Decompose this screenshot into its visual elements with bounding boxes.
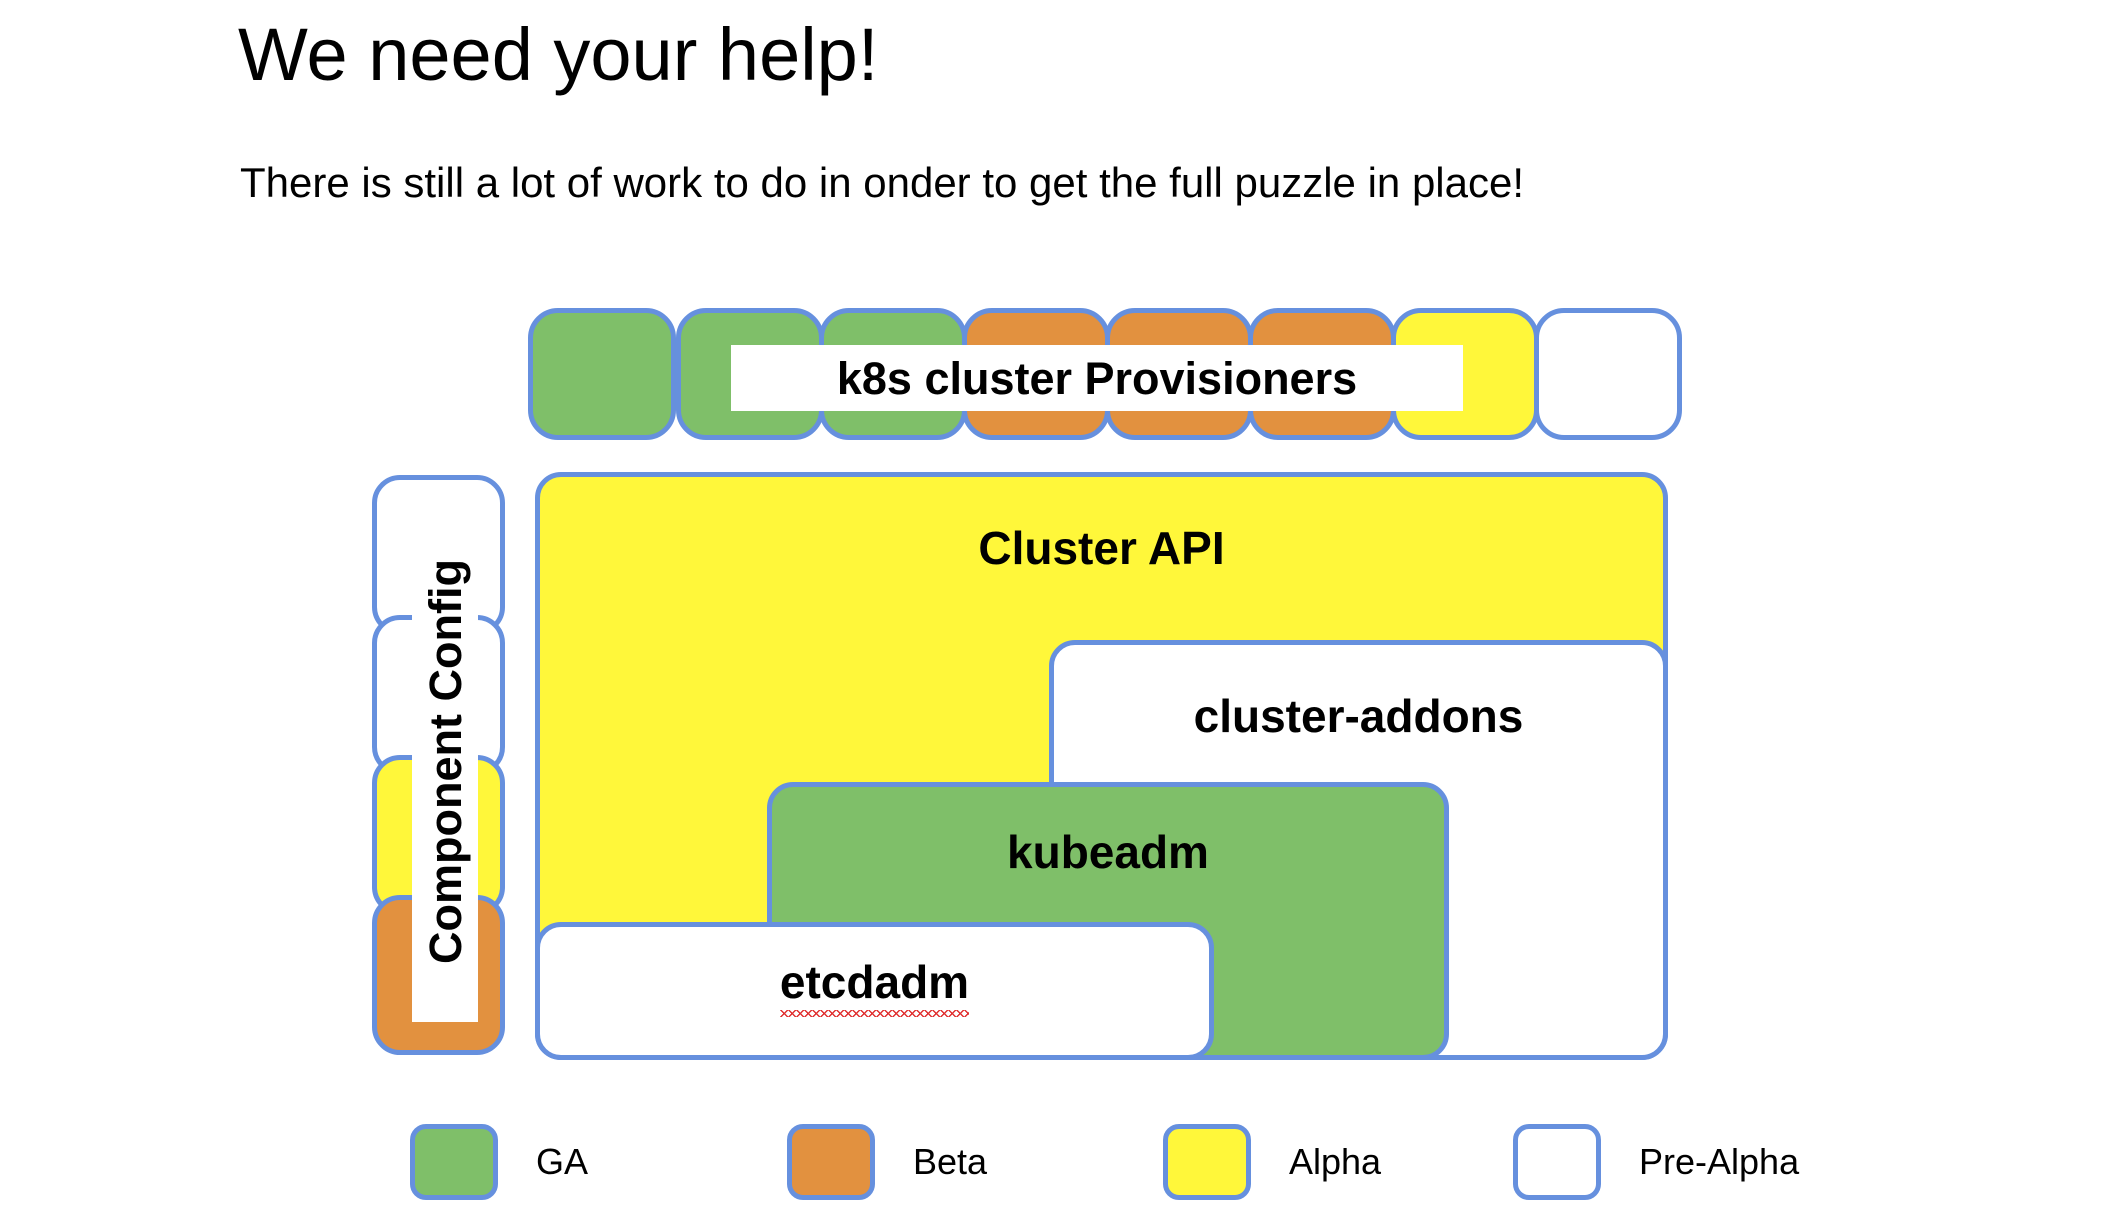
legend-label-pre-alpha: Pre-Alpha (1639, 1141, 1800, 1182)
component-config-label: Component Config (419, 558, 471, 964)
legend-swatch-alpha (1163, 1124, 1251, 1200)
component-config-label-band: Component Config (412, 500, 478, 1022)
legend-item-pre-alpha: Pre-Alpha (1513, 1124, 1799, 1200)
legend-label-ga: GA (536, 1141, 589, 1182)
cluster-addons-label: cluster-addons (1193, 690, 1524, 742)
legend-item-ga: GA (410, 1124, 588, 1200)
etcdadm-box: etcdadm (535, 922, 1214, 1060)
page-subtitle: There is still a lot of work to do in on… (240, 159, 1525, 206)
page-title: We need your help! (238, 13, 879, 96)
legend-swatch-beta (787, 1124, 875, 1200)
legend-swatch-pre-alpha (1513, 1124, 1601, 1200)
legend-item-alpha: Alpha (1163, 1124, 1381, 1200)
provisioner-box-1 (528, 308, 676, 440)
legend-label-alpha: Alpha (1289, 1141, 1382, 1182)
legend-swatch-ga (410, 1124, 498, 1200)
provisioners-label: k8s cluster Provisioners (836, 352, 1358, 404)
etcdadm-label-wrapper: etcdadm (540, 956, 1209, 1017)
kubeadm-label: kubeadm (1007, 826, 1209, 878)
provisioner-box-8 (1534, 308, 1682, 440)
legend-item-beta: Beta (787, 1124, 987, 1200)
legend-label-beta: Beta (913, 1141, 988, 1182)
etcdadm-label: etcdadm (779, 956, 970, 1017)
cluster-api-label: Cluster API (978, 522, 1225, 574)
provisioners-label-band: k8s cluster Provisioners (731, 345, 1463, 411)
